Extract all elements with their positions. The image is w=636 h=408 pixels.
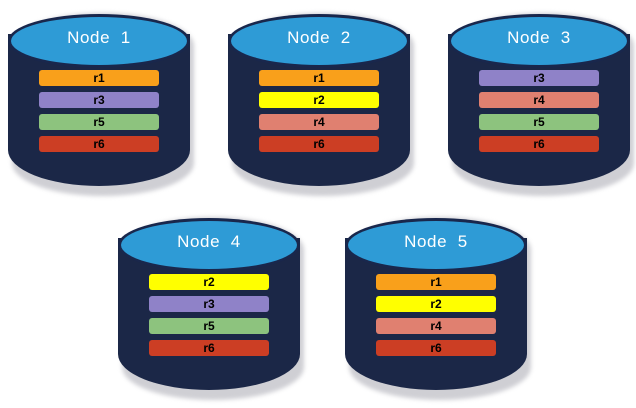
shard-bar[interactable]: r6 [39,136,159,152]
shard-bar[interactable]: r1 [39,70,159,86]
node-cylinder[interactable]: Node 2 r1 r2 r4 r6 [228,8,414,196]
node-label: Node 1 [67,28,131,47]
shard-list: r2 r3 r5 r6 [118,274,300,356]
shard-bar[interactable]: r6 [376,340,496,356]
shard-bar[interactable]: r3 [479,70,599,86]
node-label: Node 3 [507,28,571,47]
shard-bar[interactable]: r6 [259,136,379,152]
shard-bar[interactable]: r4 [376,318,496,334]
cylinder-top-disc [11,17,187,65]
shard-bar[interactable]: r3 [149,296,269,312]
node-cylinder[interactable]: Node 3 r3 r4 r5 r6 [448,8,634,196]
node-cylinder[interactable]: Node 5 r1 r2 r4 r6 [345,212,531,400]
shard-bar[interactable]: r6 [149,340,269,356]
shard-list: r1 r2 r4 r6 [228,70,410,152]
shard-bar[interactable]: r1 [259,70,379,86]
cylinder-top-disc [348,221,524,269]
shard-bar[interactable]: r2 [376,296,496,312]
shard-bar[interactable]: r1 [376,274,496,290]
node-cylinder[interactable]: Node 1 r1 r3 r5 r6 [8,8,194,196]
node-cylinder[interactable]: Node 4 r2 r3 r5 r6 [118,212,304,400]
shard-list: r1 r3 r5 r6 [8,70,190,152]
node-label: Node 2 [287,28,351,47]
cylinder-top-disc [121,221,297,269]
shard-bar[interactable]: r4 [479,92,599,108]
node-label: Node 4 [177,232,241,251]
cylinder-top-disc [451,17,627,65]
shard-bar[interactable]: r5 [149,318,269,334]
shard-bar[interactable]: r3 [39,92,159,108]
cylinder-top-disc [231,17,407,65]
node-label: Node 5 [404,232,468,251]
shard-bar[interactable]: r5 [39,114,159,130]
shard-bar[interactable]: r4 [259,114,379,130]
shard-list: r1 r2 r4 r6 [345,274,527,356]
shard-bar[interactable]: r6 [479,136,599,152]
shard-bar[interactable]: r2 [259,92,379,108]
shard-bar[interactable]: r2 [149,274,269,290]
shard-bar[interactable]: r5 [479,114,599,130]
shard-list: r3 r4 r5 r6 [448,70,630,152]
